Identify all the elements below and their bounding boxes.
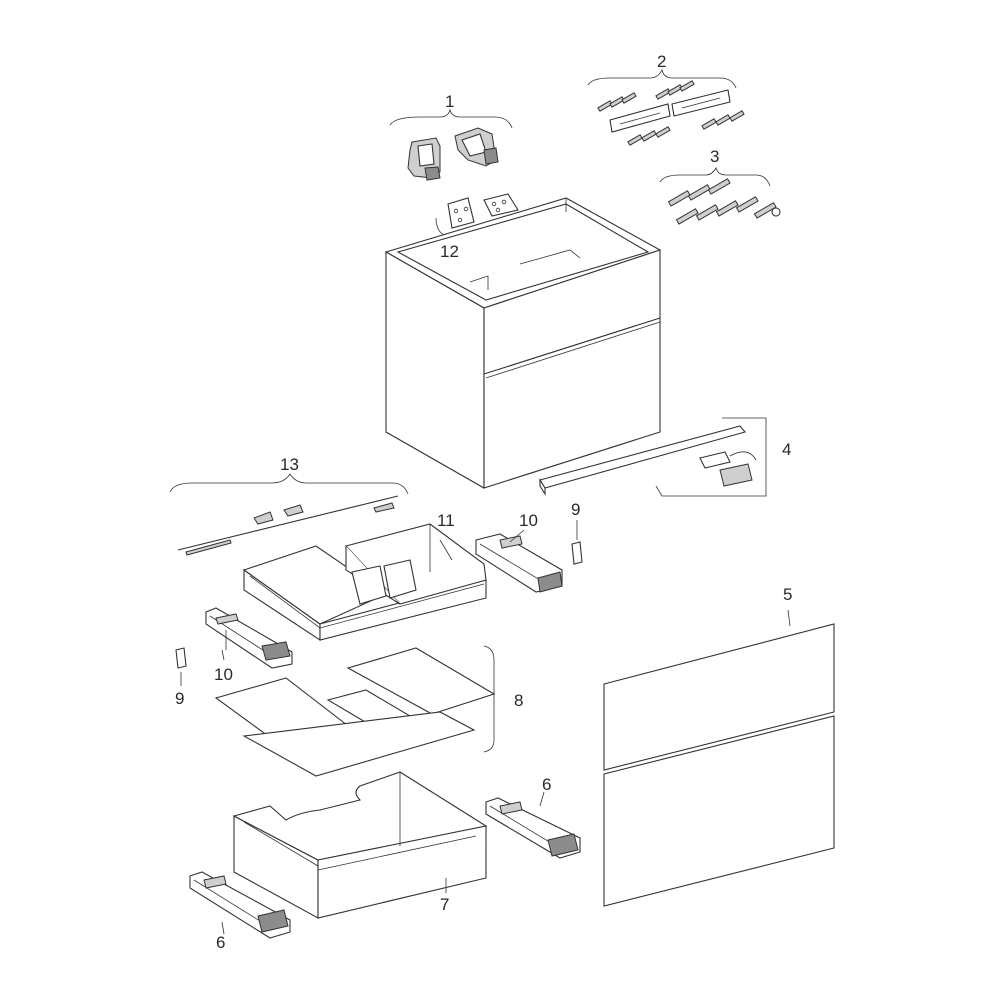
callout-7: 7 xyxy=(440,895,449,914)
callout-9-upper: 9 xyxy=(571,500,580,519)
callout-13: 13 xyxy=(280,455,299,474)
callout-2: 2 xyxy=(657,52,666,71)
part-1-hinge-brackets xyxy=(389,108,513,181)
part-4-led-light xyxy=(539,417,767,497)
callout-5: 5 xyxy=(783,585,792,604)
callout-1: 1 xyxy=(445,92,454,111)
callout-3: 3 xyxy=(710,147,719,166)
callout-4: 4 xyxy=(782,440,791,459)
part-11-upper-drawer xyxy=(242,523,487,642)
part-9-clip-upper xyxy=(571,520,583,565)
callout-11: 11 xyxy=(437,511,455,530)
part-8-drawer-mats xyxy=(214,645,496,777)
part-9-clip-lower xyxy=(175,647,187,686)
callout-9-lower: 9 xyxy=(175,689,184,708)
leader-lines xyxy=(221,529,545,935)
callout-6-upper: 6 xyxy=(542,775,551,794)
part-7-lower-drawer xyxy=(232,771,488,919)
part-6-runner-lower-right xyxy=(485,797,581,859)
callout-6-lower: 6 xyxy=(216,933,225,952)
callout-10-upper: 10 xyxy=(519,511,538,530)
part-10-runner-left xyxy=(205,607,293,669)
callout-8: 8 xyxy=(514,691,523,710)
callout-12: 12 xyxy=(440,242,459,261)
part-13-rod-assembly xyxy=(169,473,409,556)
part-3-screws-anchors xyxy=(659,166,781,225)
part-5-front-panels xyxy=(603,609,835,907)
cabinet-body xyxy=(384,197,662,489)
part-10-runner-upper-right xyxy=(475,533,563,593)
part-6-runner-lower-left xyxy=(189,871,291,939)
callout-10-lower: 10 xyxy=(214,665,233,684)
part-2-wall-rails xyxy=(587,68,745,146)
